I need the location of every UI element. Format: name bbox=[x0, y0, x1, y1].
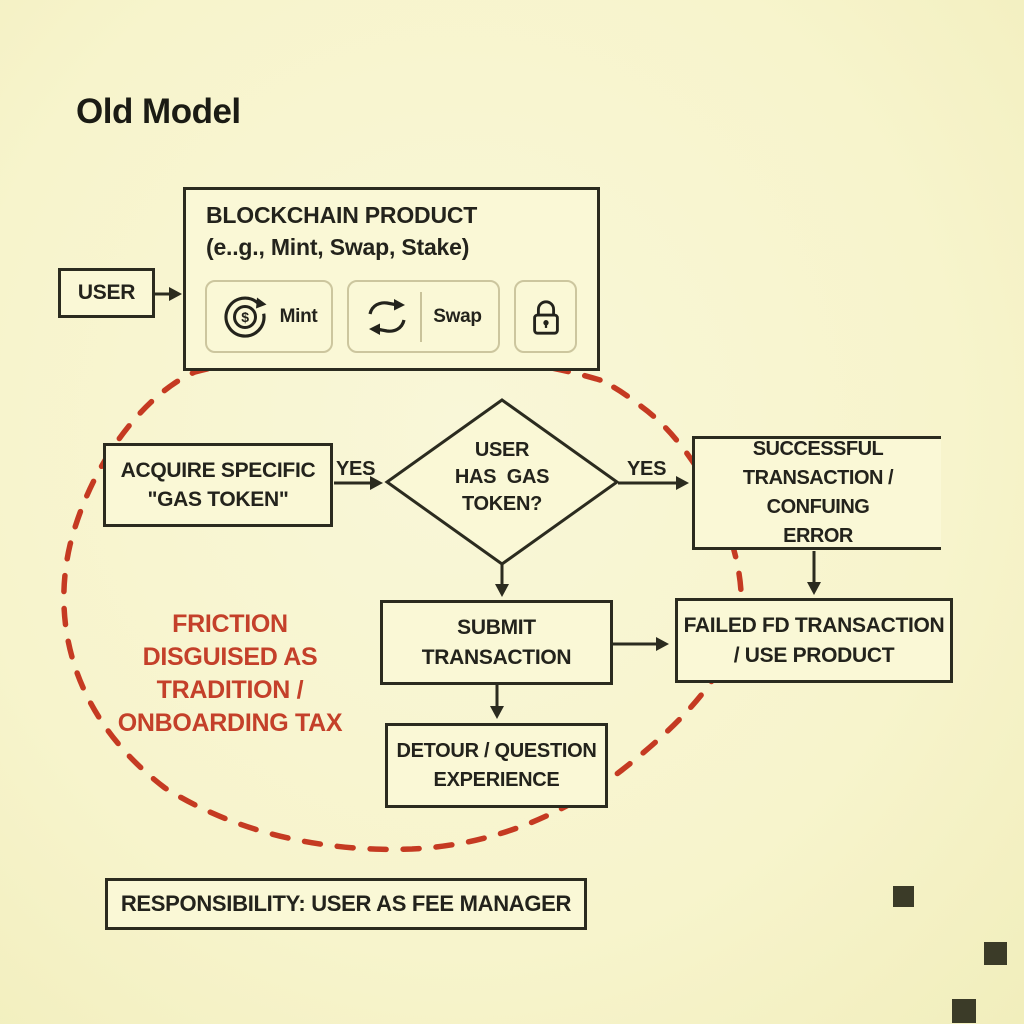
arrow-submit-to-detour bbox=[490, 685, 504, 719]
mint-chip: $ Mint bbox=[205, 280, 333, 353]
blockchain-action-chips: $ Mint Swap bbox=[205, 280, 577, 353]
arrow-decision-to-successful bbox=[618, 476, 689, 490]
swap-chip: Swap bbox=[347, 280, 500, 353]
node-submit-transaction: SUBMIT TRANSACTION bbox=[380, 600, 613, 685]
lock-icon bbox=[532, 299, 559, 335]
arrow-submit-to-failed bbox=[613, 637, 669, 651]
detour-line1: DETOUR / QUESTION bbox=[396, 739, 597, 762]
successful-line2: TRANSACTION / CONFUING bbox=[742, 467, 894, 518]
mint-chip-label: Mint bbox=[279, 305, 318, 327]
dark-square-artifact bbox=[984, 942, 1007, 965]
failed-line1: FAILED FD TRANSACTION bbox=[683, 613, 945, 637]
decision-diamond bbox=[384, 398, 620, 566]
submit-line2: TRANSACTION bbox=[421, 645, 572, 669]
decision-label: USER HAS GAS TOKEN? bbox=[417, 437, 587, 518]
arrow-successful-to-failed bbox=[807, 551, 821, 595]
friction-line4: ONBOARDING TAX bbox=[117, 709, 343, 737]
blockchain-product-title: BLOCKCHAIN PRODUCT bbox=[206, 202, 478, 228]
acquire-line2: "GAS TOKEN" bbox=[147, 488, 289, 511]
lock-chip bbox=[514, 280, 577, 353]
page-title: Old Model bbox=[76, 92, 241, 131]
blockchain-product-subtitle: (e..g., Mint, Swap, Stake) bbox=[206, 234, 470, 260]
node-detour-experience: DETOUR / QUESTION EXPERIENCE bbox=[385, 723, 608, 808]
yes-label-right: YES bbox=[627, 458, 667, 480]
responsibility-label: RESPONSIBILITY: USER AS FEE MANAGER bbox=[120, 891, 572, 916]
node-acquire-gas-token: ACQUIRE SPECIFIC "GAS TOKEN" bbox=[103, 443, 333, 527]
arrow-user-to-blockchain bbox=[155, 287, 182, 301]
decision-line1: USER bbox=[474, 439, 530, 461]
node-user: USER bbox=[58, 268, 155, 318]
node-successful-transaction: SUCCESSFUL TRANSACTION / CONFUING ERROR bbox=[692, 436, 941, 550]
friction-line1: FRICTION bbox=[172, 610, 288, 638]
node-blockchain-product: BLOCKCHAIN PRODUCT (e..g., Mint, Swap, S… bbox=[183, 187, 600, 371]
node-user-label: USER bbox=[77, 281, 136, 304]
dark-square-artifact bbox=[893, 886, 914, 907]
friction-zone-dashed-ellipse bbox=[61, 349, 744, 853]
decision-line2: HAS GAS bbox=[454, 466, 550, 488]
dark-square-artifact bbox=[952, 999, 976, 1023]
yes-label-left: YES bbox=[336, 458, 376, 480]
arrow-acquire-to-decision bbox=[334, 476, 383, 490]
failed-line2: / USE PRODUCT bbox=[733, 643, 895, 667]
submit-line1: SUBMIT bbox=[457, 615, 536, 639]
successful-line1: SUCCESSFUL bbox=[752, 438, 884, 460]
arrow-decision-to-submit bbox=[495, 564, 509, 597]
successful-line3: ERROR bbox=[783, 525, 853, 547]
friction-annotation: FRICTION DISGUISED AS TRADITION / ONBOAR… bbox=[110, 608, 350, 740]
svg-text:$: $ bbox=[241, 309, 249, 325]
chip-divider bbox=[420, 291, 423, 342]
node-responsibility: RESPONSIBILITY: USER AS FEE MANAGER bbox=[105, 878, 587, 930]
mint-coin-icon: $ bbox=[224, 295, 267, 338]
swap-chip-label: Swap bbox=[433, 305, 482, 327]
decision-line3: TOKEN? bbox=[461, 493, 543, 515]
node-failed-transaction: FAILED FD TRANSACTION / USE PRODUCT bbox=[675, 598, 953, 683]
friction-line3: TRADITION / bbox=[156, 676, 304, 704]
detour-line2: EXPERIENCE bbox=[433, 768, 560, 791]
acquire-line1: ACQUIRE SPECIFIC bbox=[120, 459, 316, 482]
swap-arrows-icon bbox=[368, 298, 406, 335]
friction-line2: DISGUISED AS bbox=[142, 643, 318, 671]
